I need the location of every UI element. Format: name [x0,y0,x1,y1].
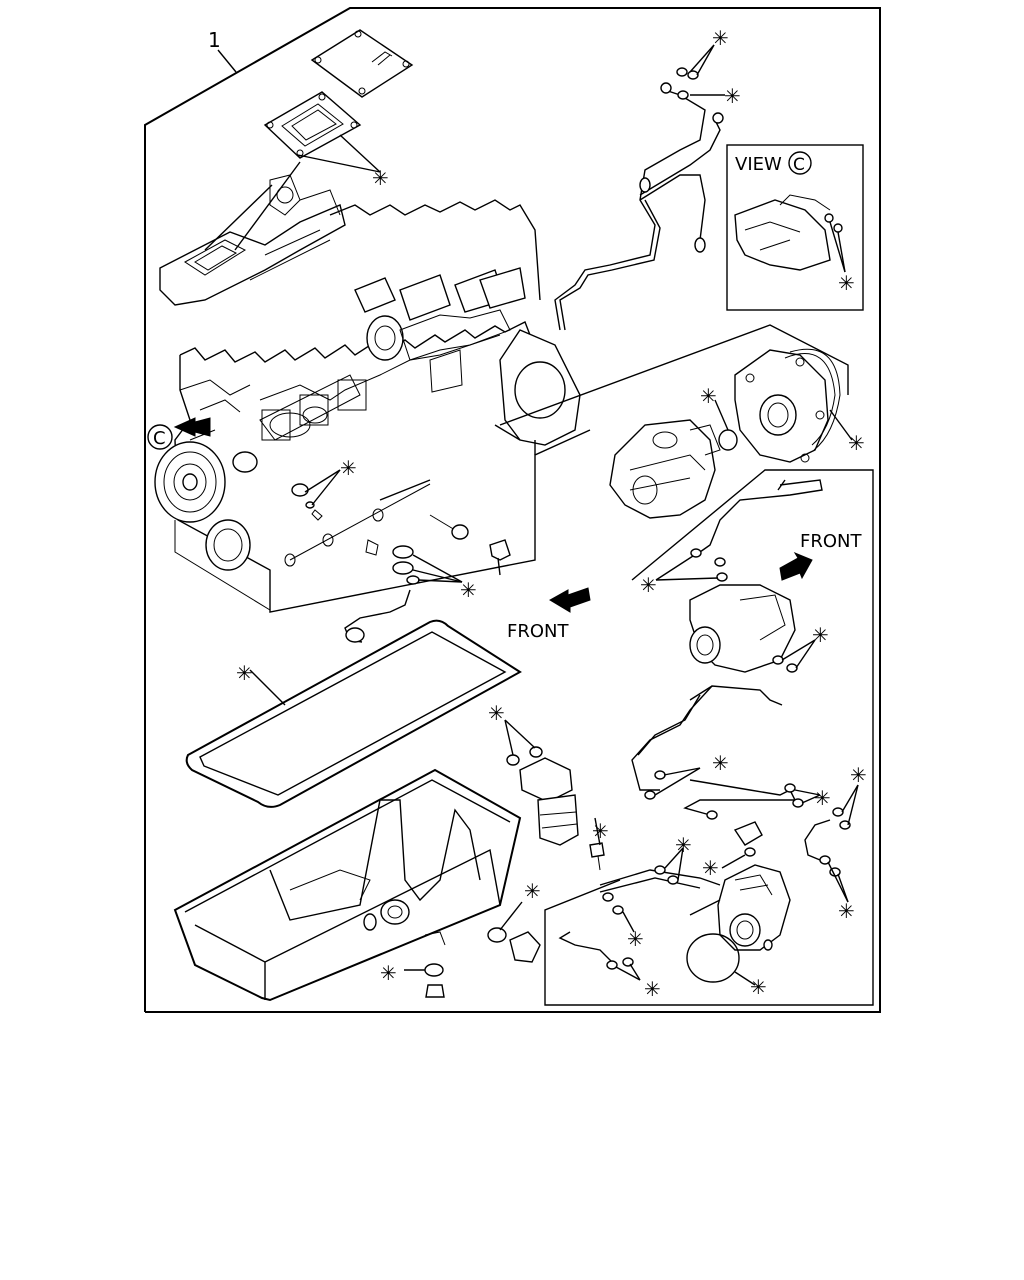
supply-pump: ✳ [689,584,829,673]
asterisk-callout: ✳ [460,578,477,602]
fuel-lines-right: ✳ ✳ [804,763,867,923]
view-c-marker-letter: C [153,428,166,449]
asterisk-callout: ✳ [724,84,741,108]
asterisk-callout: ✳ [627,927,644,951]
front-arrow-right: FRONT [779,531,862,581]
oil-pan [173,768,522,1002]
item-1-leader [217,49,237,73]
asterisk-callout: ✳ [848,431,865,455]
fuel-system-inset-outline [544,469,874,1006]
kit-outline [144,7,881,1013]
injection-pipes: ✳ ✳ [554,26,741,331]
asterisk-callout: ✳ [814,786,831,810]
asterisk-callout: ✳ [340,456,357,480]
asterisk-callout: ✳ [640,573,657,597]
item-number-1: 1 [208,28,221,52]
view-c-inset: VIEW C ✳ [726,144,864,311]
view-letter: C [793,155,805,175]
view-c-marker: C [147,417,211,450]
oil-pan-gasket: ✳ [185,619,522,808]
front-seal-set: ✳ [291,456,357,521]
asterisk-callout: ✳ [236,661,253,685]
oil-filter-assembly: ✳ ✳ ✳ [487,701,609,963]
asterisk-callout: ✳ [380,961,397,985]
intake-manifold [159,161,346,306]
pump-flange-plate: ✳ ✳ [700,348,865,463]
feed-pump: ✳ ✳ [686,847,791,999]
asterisk-callout: ✳ [372,166,389,190]
front-label-center: FRONT [507,621,569,642]
top-cover-plate [310,29,414,98]
asterisk-callout: ✳ [644,977,661,1001]
asterisk-callout: ✳ [712,751,729,775]
dipstick-and-oil-seals: ✳ [344,479,511,643]
feed-pipe: ✳ [640,479,823,597]
engine-block [154,199,591,613]
flywheel-housing-plate [494,329,581,446]
asterisk-callout: ✳ [488,701,505,725]
front-arrow-center: FRONT [507,587,591,642]
front-label-right: FRONT [800,531,862,552]
asterisk-callout: ✳ [700,384,717,408]
pump-inset-outline [499,324,849,426]
fuel-lines-lower-left: ✳ ✳ ✳ [558,833,721,1001]
asterisk-callout: ✳ [675,833,692,857]
asterisk-callout: ✳ [750,975,767,999]
asterisk-callout: ✳ [812,623,829,647]
view-label: VIEW [735,154,782,175]
fuel-lines-middle: ✳ ✳ [631,685,831,846]
asterisk-callout: ✳ [838,899,855,923]
drain-plug: ✳ [380,961,445,998]
asterisk-callout: ✳ [850,763,867,787]
asterisk-callout: ✳ [592,819,609,843]
asterisk-callout: ✳ [524,879,541,903]
injection-pump [609,419,721,519]
gasket-plate: ✳ [263,91,389,190]
asterisk-callout: ✳ [712,26,729,50]
asterisk-callout: ✳ [838,271,855,295]
asterisk-callout: ✳ [702,856,719,880]
rocker-rail [259,267,526,441]
